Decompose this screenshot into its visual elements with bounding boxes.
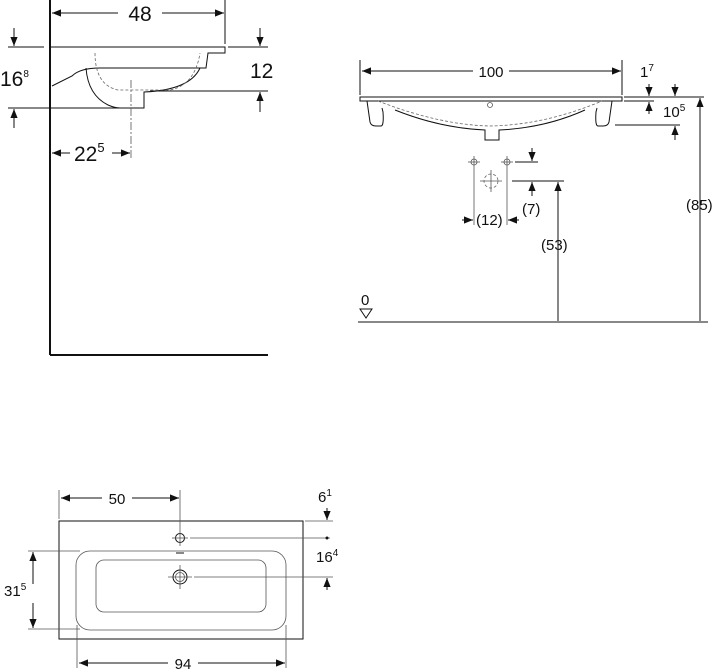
bowl-depth-front-dimension: 105 [663, 103, 686, 121]
top-view: 50 61 164 315 94 [4, 488, 339, 670]
overflow-hole [487, 102, 493, 108]
basin-bowl-outline [85, 67, 201, 109]
tap-offset-dimension: (7) [522, 201, 540, 218]
left-leg [366, 100, 384, 127]
level-triangle-icon [359, 308, 373, 319]
total-height-dimension: 168 [0, 68, 29, 91]
connection-marks [468, 156, 513, 192]
basin-slab [359, 96, 623, 102]
bowl-depth-top-dimension: 315 [4, 582, 27, 600]
front-view: 100 17 105 (85) 0 (12) (7) [358, 60, 713, 323]
mount-height-dimension: (85) [686, 197, 713, 214]
basin-inner-hidden-line [94, 52, 201, 91]
tap-to-drain-dimension: 164 [316, 548, 339, 566]
basin-outline-top [58, 520, 304, 640]
drain-offset-dimension: 225 [74, 140, 105, 166]
floor-level-label: 0 [361, 292, 369, 309]
tap-spacing-dimension: (12) [476, 212, 503, 229]
depth-dimension: 48 [128, 3, 151, 26]
basin-side-profile [50, 46, 226, 87]
basin-bowl-front [394, 109, 586, 141]
bowl-width-dimension: 94 [175, 656, 192, 670]
right-leg [595, 100, 613, 127]
bowl-height-dimension: 12 [250, 60, 273, 83]
tap-position-dimension: 50 [109, 491, 126, 508]
side-view: 48 168 12 225 [0, 0, 273, 356]
tap-from-back-dimension: 61 [318, 488, 332, 506]
drain-height-dimension: (53) [541, 237, 568, 254]
bowl-inner-top [95, 559, 267, 613]
bowl-outline-top [75, 550, 287, 631]
slab-thickness-dimension: 17 [640, 63, 654, 81]
width-dimension: 100 [478, 64, 503, 81]
